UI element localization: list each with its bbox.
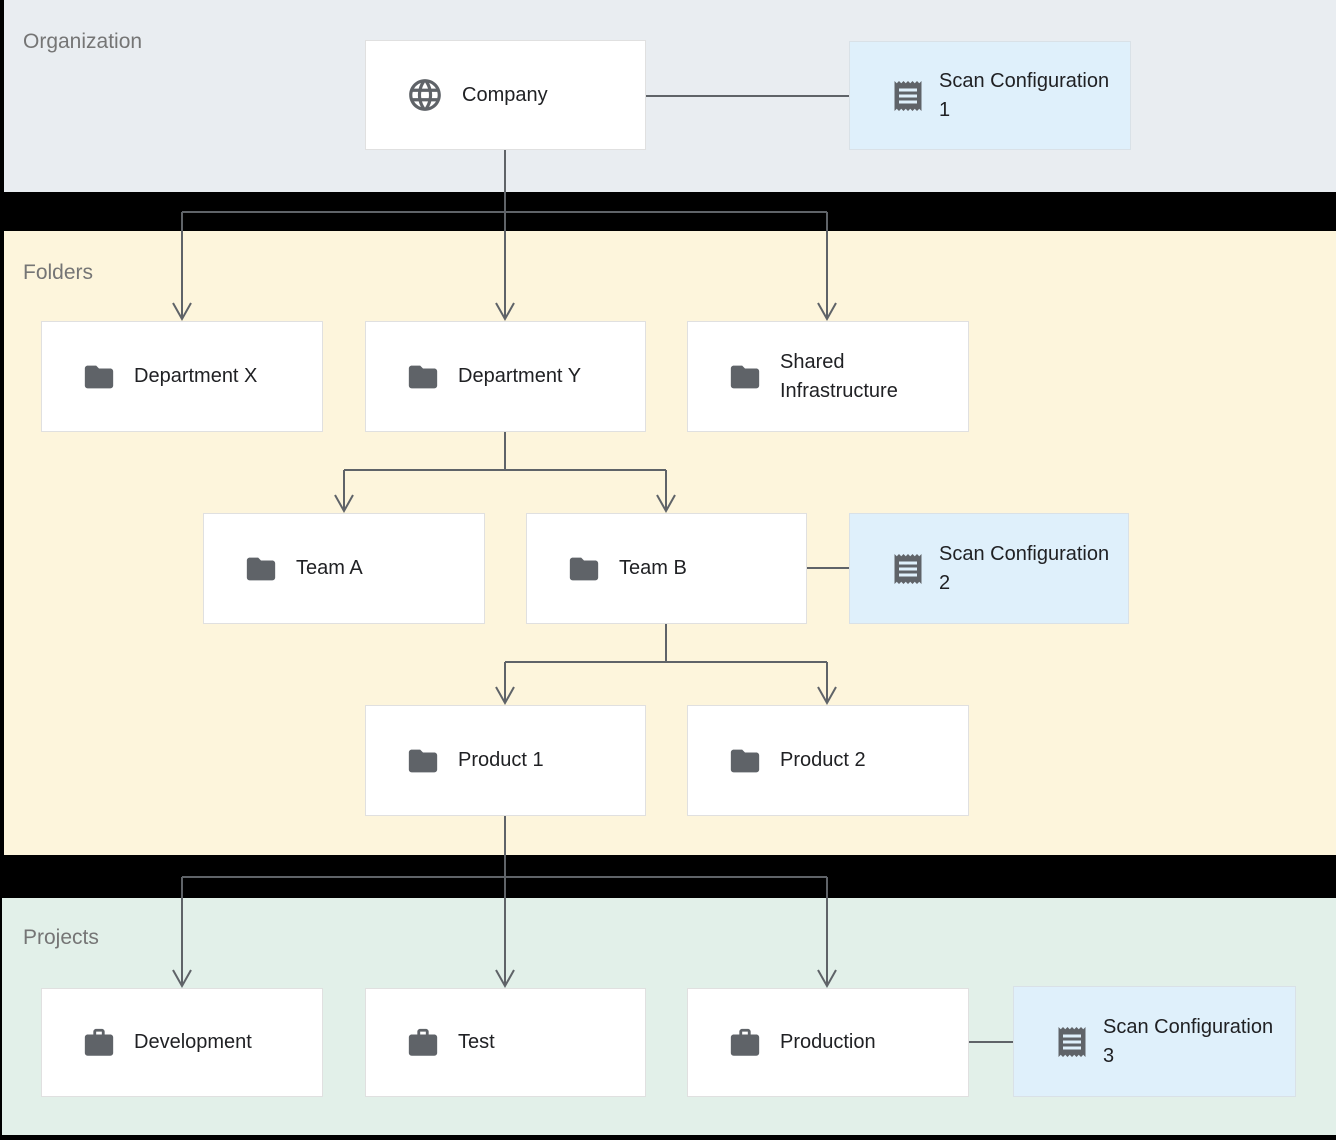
node-product-1: Product 1 [365, 705, 646, 816]
folder-icon [82, 360, 116, 394]
node-label: Production [780, 1031, 876, 1053]
briefcase-icon [728, 1026, 762, 1060]
node-label: Department Y [458, 365, 582, 387]
receipt-icon [890, 551, 926, 587]
folder-icon [406, 744, 440, 778]
receipt-icon [1054, 1024, 1090, 1060]
folder-icon [567, 552, 601, 586]
node-test: Test [365, 988, 646, 1097]
section-label-projects: Projects [23, 926, 99, 949]
node-scan-configuration-1: Scan Configuration 1 [849, 41, 1131, 150]
node-company: Company [365, 40, 646, 150]
organization-section [4, 0, 1336, 192]
node-label: Test [458, 1031, 495, 1053]
folder-icon [244, 552, 278, 586]
globe-icon [406, 76, 444, 114]
node-label: Scan Configuration 2 [939, 542, 1110, 594]
folder-icon [406, 360, 440, 394]
node-team-a: Team A [203, 513, 485, 624]
folder-icon [728, 360, 762, 394]
folder-icon [728, 744, 762, 778]
node-label: Shared Infrastructure [780, 350, 898, 402]
briefcase-icon [406, 1026, 440, 1060]
node-label: Product 1 [458, 749, 544, 771]
node-scan-configuration-3: Scan Configuration 3 [1013, 986, 1296, 1097]
node-development: Development [41, 988, 323, 1097]
node-department-y: Department Y [365, 321, 646, 432]
node-label: Company [462, 83, 548, 106]
receipt-icon [890, 78, 926, 114]
node-label: Scan Configuration 3 [1103, 1015, 1274, 1067]
briefcase-icon [82, 1026, 116, 1060]
node-team-b: Team B [526, 513, 807, 624]
section-label-folders: Folders [23, 261, 94, 284]
node-label: Scan Configuration 1 [939, 69, 1110, 121]
node-label: Team B [619, 557, 687, 579]
node-shared-infrastructure: Shared Infrastructure [687, 321, 969, 432]
section-label-organization: Organization [23, 30, 143, 53]
node-product-2: Product 2 [687, 705, 969, 816]
node-department-x: Department X [41, 321, 323, 432]
node-label: Team A [296, 557, 363, 579]
node-production: Production [687, 988, 969, 1097]
node-scan-configuration-2: Scan Configuration 2 [849, 513, 1129, 624]
node-label: Development [134, 1031, 252, 1053]
node-label: Department X [134, 365, 258, 387]
node-label: Product 2 [780, 749, 866, 771]
